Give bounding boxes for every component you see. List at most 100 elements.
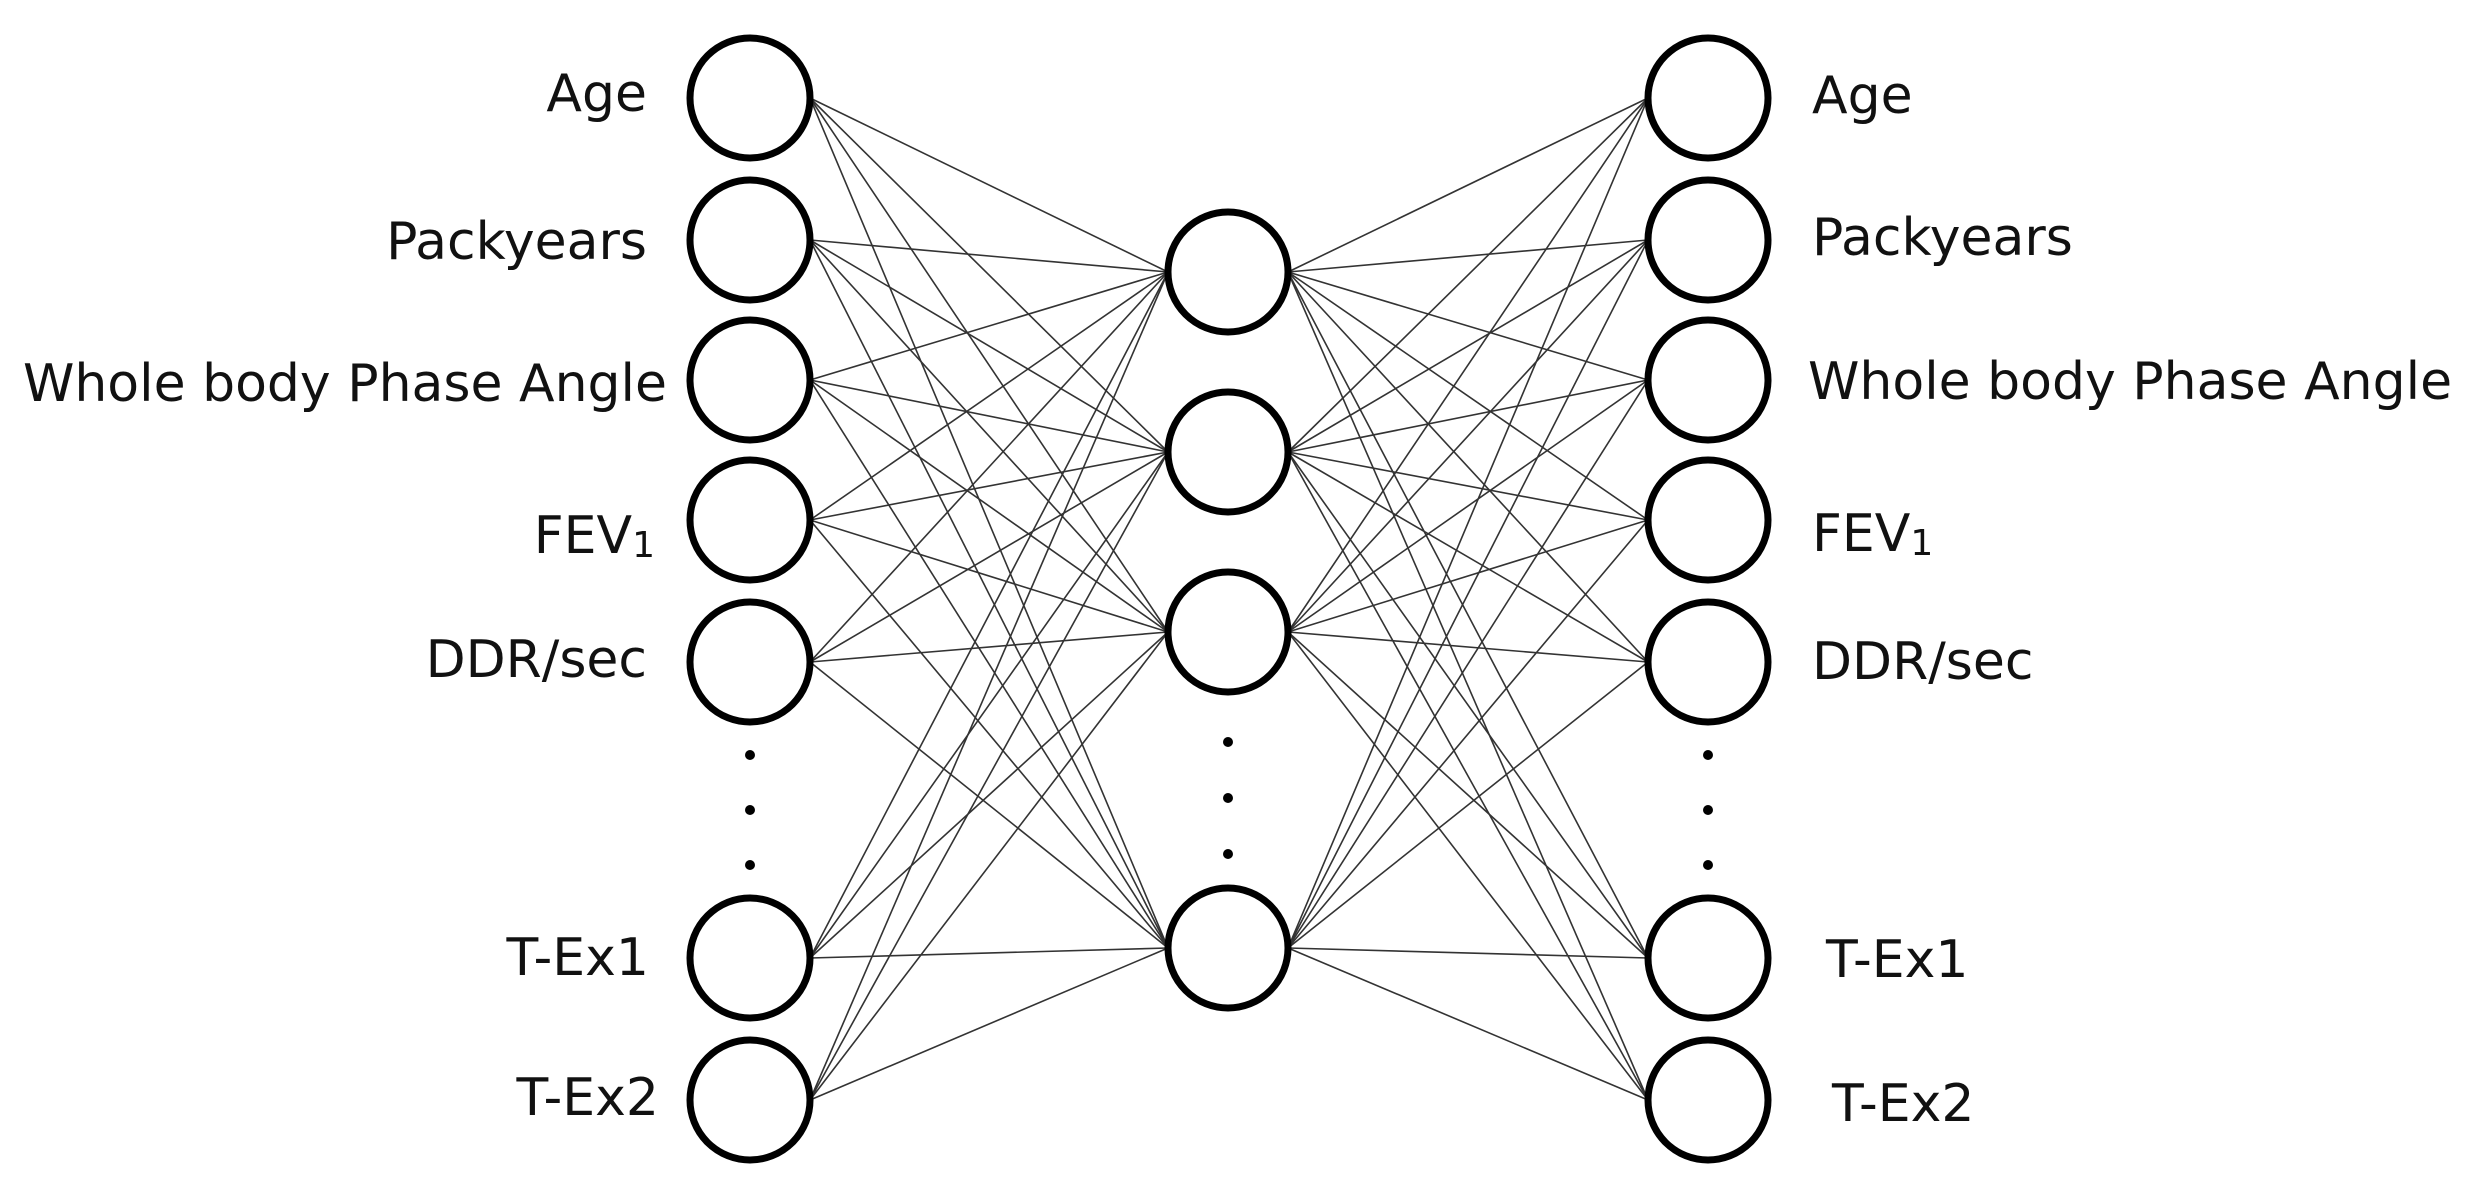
hidden-node-1: [1164, 388, 1292, 516]
edge-hid1-out5: [1287, 451, 1649, 959]
input-ellipsis-dot-0: [745, 750, 755, 760]
input-node-5: [686, 894, 814, 1022]
edge-in1-hid0: [809, 239, 1169, 273]
output-label-age: Age: [1812, 66, 1913, 126]
edge-hid0-out1: [1287, 239, 1649, 273]
edge-hid3-out5: [1287, 947, 1649, 959]
input-ellipsis-dot-1: [745, 805, 755, 815]
edge-in0-hid1: [809, 97, 1169, 453]
hidden-node-0: [1164, 208, 1292, 336]
edge-in2-hid3: [809, 379, 1169, 949]
output-label-ddr: DDR/sec: [1812, 632, 2034, 692]
edge-in2-hid1: [809, 379, 1169, 453]
edge-in2-hid2: [809, 379, 1169, 633]
edge-in5-hid1: [809, 451, 1169, 959]
edge-in4-hid0: [809, 271, 1169, 663]
input-label-phase-angle: Whole body Phase Angle: [22, 354, 667, 414]
edge-hid0-out2: [1287, 271, 1649, 381]
edge-hid0-out0: [1287, 97, 1649, 273]
edge-in1-hid1: [809, 239, 1169, 453]
edge-hid1-out6: [1287, 451, 1649, 1101]
ellipsis-dots: [745, 737, 1713, 870]
edge-hid3-out2: [1287, 379, 1649, 949]
input-node-4: [686, 598, 814, 726]
hidden-ellipsis-dot-2: [1223, 849, 1233, 859]
edges: [809, 97, 1649, 1101]
input-node-3: [686, 456, 814, 584]
output-label-tex1: T-Ex1: [1826, 930, 1969, 990]
edge-in1-hid3: [809, 239, 1169, 949]
output-ellipsis-dot-2: [1703, 860, 1713, 870]
edge-hid1-out4: [1287, 451, 1649, 663]
edge-in5-hid3: [809, 947, 1169, 959]
edge-hid3-out6: [1287, 947, 1649, 1101]
input-label-fev1: FEV1: [533, 506, 655, 566]
input-node-1: [686, 176, 814, 304]
edge-in6-hid1: [809, 451, 1169, 1101]
edge-hid1-out3: [1287, 451, 1649, 521]
edge-hid2-out4: [1287, 631, 1649, 663]
input-label-ddr: DDR/sec: [425, 630, 647, 690]
input-label-packyears: Packyears: [386, 212, 647, 272]
edge-in4-hid2: [809, 631, 1169, 663]
hidden-node-3: [1164, 884, 1292, 1012]
edge-hid2-out5: [1287, 631, 1649, 959]
edge-in6-hid0: [809, 271, 1169, 1101]
output-node-6: [1644, 1036, 1772, 1164]
edge-in3-hid3: [809, 519, 1169, 949]
edge-in0-hid0: [809, 97, 1169, 273]
edge-in3-hid1: [809, 451, 1169, 521]
edge-hid2-out6: [1287, 631, 1649, 1101]
edge-in5-hid2: [809, 631, 1169, 959]
output-ellipsis-dot-0: [1703, 750, 1713, 760]
output-node-5: [1644, 894, 1772, 1022]
hidden-ellipsis-dot-1: [1223, 793, 1233, 803]
input-label-tex2: T-Ex2: [516, 1068, 659, 1128]
edge-hid2-out0: [1287, 97, 1649, 633]
edge-in3-hid0: [809, 271, 1169, 521]
output-node-3: [1644, 456, 1772, 584]
edge-hid3-out0: [1287, 97, 1649, 949]
edge-in0-hid2: [809, 97, 1169, 633]
output-label-fev1: FEV1: [1812, 504, 1934, 564]
edge-hid1-out2: [1287, 379, 1649, 453]
hidden-ellipsis-dot-0: [1223, 737, 1233, 747]
edge-hid3-out3: [1287, 519, 1649, 949]
edge-hid2-out3: [1287, 519, 1649, 633]
hidden-node-2: [1164, 568, 1292, 696]
output-node-0: [1644, 34, 1772, 162]
edge-hid0-out4: [1287, 271, 1649, 663]
edge-in4-hid1: [809, 451, 1169, 663]
output-node-4: [1644, 598, 1772, 726]
output-label-phase-angle: Whole body Phase Angle: [1808, 352, 2453, 412]
input-ellipsis-dot-2: [745, 860, 755, 870]
output-ellipsis-dot-1: [1703, 805, 1713, 815]
edge-in6-hid3: [809, 947, 1169, 1101]
output-label-packyears: Packyears: [1812, 208, 2073, 268]
edge-in4-hid3: [809, 661, 1169, 949]
input-node-6: [686, 1036, 814, 1164]
input-node-2: [686, 316, 814, 444]
output-node-1: [1644, 176, 1772, 304]
edge-in6-hid2: [809, 631, 1169, 1101]
input-label-age: Age: [546, 64, 647, 124]
edge-in2-hid0: [809, 271, 1169, 381]
input-node-0: [686, 34, 814, 162]
input-label-tex1: T-Ex1: [506, 928, 649, 988]
nodes: [686, 34, 1772, 1164]
edge-hid1-out1: [1287, 239, 1649, 453]
output-node-2: [1644, 316, 1772, 444]
edge-hid2-out2: [1287, 379, 1649, 633]
edge-in3-hid2: [809, 519, 1169, 633]
edge-in5-hid0: [809, 271, 1169, 959]
edge-hid1-out0: [1287, 97, 1649, 453]
edge-hid3-out1: [1287, 239, 1649, 949]
edge-hid2-out1: [1287, 239, 1649, 633]
edge-hid3-out4: [1287, 661, 1649, 949]
edge-hid0-out3: [1287, 271, 1649, 521]
edge-hid0-out5: [1287, 271, 1649, 959]
edge-in1-hid2: [809, 239, 1169, 633]
output-label-tex2: T-Ex2: [1832, 1074, 1975, 1134]
